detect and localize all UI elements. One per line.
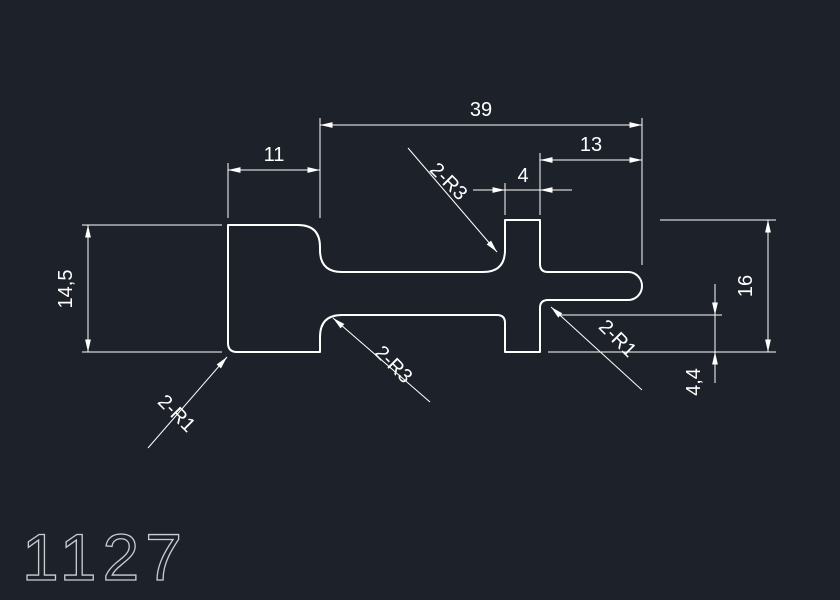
dim-right-height: 16 bbox=[548, 219, 776, 353]
dim-left-height: 14,5 bbox=[55, 224, 222, 353]
leader-line bbox=[407, 147, 498, 253]
callout-left-corner: 2-R1 bbox=[147, 356, 228, 449]
profile-path bbox=[227, 219, 643, 353]
callout-text-2R1-right: 2-R1 bbox=[594, 316, 640, 362]
dim-tab-width: 4 bbox=[473, 165, 572, 215]
dim-right-segment: 13 bbox=[539, 134, 642, 215]
dim-left-block-width: 11 bbox=[227, 144, 320, 218]
dim-text-4: 4 bbox=[517, 165, 528, 187]
profile-outline bbox=[227, 219, 643, 353]
dim-text-13: 13 bbox=[580, 134, 602, 156]
dim-text-14-5: 14,5 bbox=[55, 270, 77, 309]
leader-line bbox=[550, 306, 643, 391]
dim-overall-length: 39 bbox=[319, 99, 643, 265]
callout-text-2R3-upper: 2-R3 bbox=[425, 159, 471, 205]
dim-text-11: 11 bbox=[264, 144, 285, 166]
dim-text-4-4: 4,4 bbox=[683, 368, 705, 396]
radius-callouts: 2-R3 2-R3 2-R1 2-R1 bbox=[147, 147, 643, 449]
part-number: 1127 bbox=[22, 520, 188, 594]
dim-text-16: 16 bbox=[735, 275, 757, 297]
callout-lower-fillet: 2-R3 bbox=[332, 317, 431, 403]
callout-right-corner: 2-R1 bbox=[550, 306, 643, 391]
dim-bottom-tab-height: 4,4 bbox=[560, 284, 722, 396]
leader-line bbox=[332, 317, 431, 403]
dimensions: 39 11 13 4 14,5 bbox=[55, 99, 776, 396]
leader-line bbox=[147, 356, 228, 449]
callout-upper-fillet: 2-R3 bbox=[407, 147, 498, 253]
callout-text-2R3-lower: 2-R3 bbox=[370, 342, 416, 388]
dim-text-39: 39 bbox=[470, 99, 492, 121]
